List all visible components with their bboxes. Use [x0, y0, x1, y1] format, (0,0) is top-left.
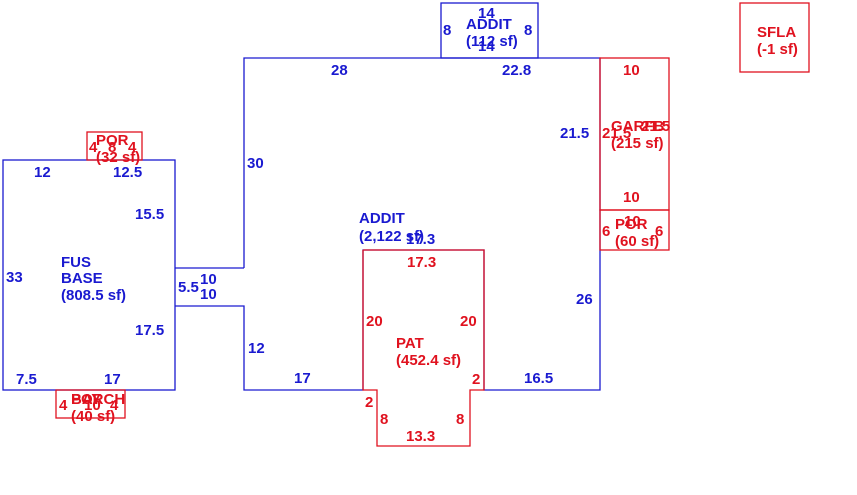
- pat-name: PAT: [396, 335, 424, 352]
- addit-top-area: (112 sf): [466, 33, 518, 50]
- sfla-name: SFLA: [757, 24, 796, 41]
- por-right-name: POR: [615, 216, 648, 233]
- sfla-area: (-1 sf): [757, 41, 798, 58]
- addit-main-dim-left: 30: [247, 155, 264, 172]
- bay-porch-dim-right: 4: [110, 397, 119, 414]
- garfb-dim-bottom: 10: [623, 189, 640, 206]
- fus-base-area: (808.5 sf): [61, 287, 126, 304]
- fus-base-name-2: BASE: [61, 270, 103, 287]
- garfb-dim-left: 21.5: [602, 125, 631, 142]
- bay-porch-outline: [55, 389, 126, 419]
- addit-top-dim-left: 8: [443, 22, 451, 39]
- bay-porch-area: (40 sf): [71, 408, 115, 425]
- pat-dim-bottom: 13.3: [406, 428, 435, 445]
- garfb-dim-top: 10: [623, 62, 640, 79]
- addit-main-dim-connector-bottom: 10: [200, 286, 217, 303]
- garfb-dim-right: 21.5: [641, 118, 670, 135]
- bay-porch-dim-mid: 10: [84, 397, 101, 414]
- sfla-outline: [739, 2, 810, 73]
- addit-main-dim-bottom-right: 16.5: [524, 370, 553, 387]
- addit-main-dim-right-lower: 26: [576, 291, 593, 308]
- fus-base-dim-right-lower: 17.5: [135, 322, 164, 339]
- fus-base-name-1: FUS: [61, 254, 91, 271]
- pat-dim-right-step: 2: [472, 371, 480, 388]
- pat-dim-top: 17.3: [407, 254, 436, 271]
- pat-dim-left-step: 2: [365, 394, 373, 411]
- addit-main-dim-top-right: 22.8: [502, 62, 531, 79]
- bay-porch-name-2: PORCH: [71, 391, 125, 408]
- bay-porch-dim-left: 4: [59, 397, 68, 414]
- bay-porch-name: BAY: [71, 391, 101, 408]
- addit-main-name: ADDIT: [359, 210, 405, 227]
- por-top-outline: [86, 131, 143, 161]
- addit-top-name: ADDIT: [466, 16, 512, 33]
- fus-base-dim-right-mid: 5.5: [178, 279, 199, 296]
- addit-main-area: (2,122 sf): [359, 228, 424, 245]
- por-right-outline: [599, 209, 670, 251]
- pat-dim-left: 20: [366, 313, 383, 330]
- pat-area: (452.4 sf): [396, 352, 461, 369]
- addit-main-dim-left-lower: 12: [248, 340, 265, 357]
- garfb-name: GARFB: [611, 118, 664, 135]
- addit-main-dim-top-left: 28: [331, 62, 348, 79]
- por-right-dim-right: 6: [655, 223, 663, 240]
- addit-main-dim-connector-top: 10: [200, 271, 217, 288]
- por-top-dim-mid: 8: [108, 139, 116, 156]
- garfb-area: (215 sf): [611, 135, 664, 152]
- fus-base-dim-right-upper: 15.5: [135, 206, 164, 223]
- por-top-name: POR: [96, 132, 129, 149]
- por-right-dim-left: 6: [602, 223, 610, 240]
- pat-outline: [362, 249, 485, 447]
- por-top-area: (32 sf): [96, 149, 140, 166]
- pat-dim-left-lower: 8: [380, 411, 388, 428]
- fus-base-dim-bottom-right: 17: [104, 371, 121, 388]
- fus-base-dim-top-left: 12: [34, 164, 51, 181]
- pat-dim-right-lower: 8: [456, 411, 464, 428]
- fus-base-dim-left: 33: [6, 269, 23, 286]
- addit-main-dim-notch: 17.3: [406, 231, 435, 248]
- fus-base-dim-top-right: 12.5: [113, 164, 142, 181]
- fus-base-dim-bottom-left: 7.5: [16, 371, 37, 388]
- por-right-area: (60 sf): [615, 233, 659, 250]
- addit-main-dim-right-upper: 21.5: [560, 125, 589, 142]
- pat-dim-right: 20: [460, 313, 477, 330]
- por-top-dim-right: 4: [128, 139, 137, 156]
- por-top-dim-left: 4: [89, 139, 98, 156]
- addit-main-dim-bottom-left: 17: [294, 370, 311, 387]
- addit-top-dim-right: 8: [524, 22, 532, 39]
- addit-top-dim-bottom: 14: [478, 38, 495, 55]
- por-right-dim-mid: 10: [624, 213, 641, 230]
- addit-top-dim-top: 14: [478, 5, 495, 22]
